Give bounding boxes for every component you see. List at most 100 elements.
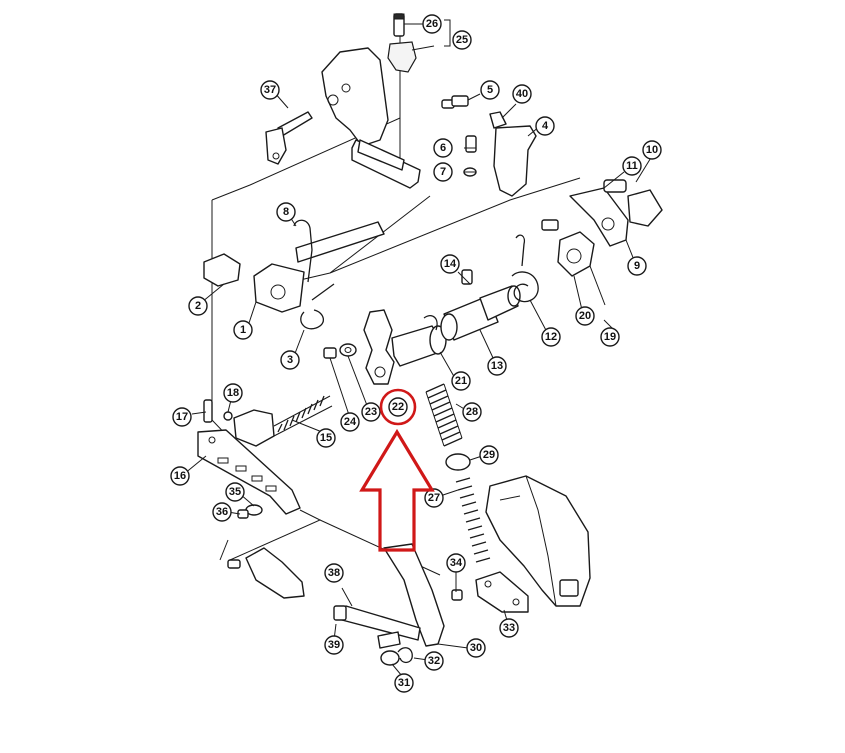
- callout-15: 15: [316, 428, 336, 448]
- svg-text:22: 22: [392, 401, 404, 413]
- leader-lines: [183, 19, 661, 677]
- callout-labels: 26 25 5 40 4 6 7 37 8 11 10 9 20 19 12 1…: [170, 14, 662, 693]
- part-37-lever: [265, 111, 313, 165]
- callout-12: 12: [541, 327, 561, 347]
- callout-36: 36: [212, 502, 232, 522]
- callout-16: 16: [170, 466, 190, 486]
- callout-22: 22: [388, 397, 408, 417]
- svg-text:13: 13: [491, 360, 503, 372]
- callout-39: 39: [324, 635, 344, 655]
- callout-6: 6: [433, 138, 453, 158]
- highlight-circle: [379, 388, 417, 426]
- svg-text:40: 40: [516, 88, 528, 100]
- svg-text:31: 31: [398, 677, 410, 689]
- callout-37: 37: [260, 80, 280, 100]
- callout-8: 8: [276, 202, 296, 222]
- svg-text:10: 10: [646, 144, 658, 156]
- svg-text:27: 27: [428, 492, 440, 504]
- svg-text:2: 2: [195, 300, 201, 312]
- callout-31: 31: [394, 673, 414, 693]
- presser-foot: [227, 504, 305, 599]
- right-arm-assembly: [541, 179, 663, 277]
- callout-13: 13: [487, 356, 507, 376]
- svg-text:36: 36: [216, 506, 228, 518]
- callout-34: 34: [446, 553, 466, 573]
- upper-right-bracket: [441, 95, 537, 197]
- svg-text:26: 26: [426, 18, 438, 30]
- callout-35: 35: [225, 482, 245, 502]
- callout-26: 26: [422, 14, 442, 34]
- svg-text:6: 6: [440, 142, 446, 154]
- callout-14: 14: [440, 254, 460, 274]
- svg-text:15: 15: [320, 432, 332, 444]
- callout-10: 10: [642, 140, 662, 160]
- svg-text:39: 39: [328, 639, 340, 651]
- right-box-assembly: [451, 475, 591, 613]
- svg-text:18: 18: [227, 387, 239, 399]
- svg-text:29: 29: [483, 449, 495, 461]
- svg-text:4: 4: [542, 120, 549, 132]
- svg-text:14: 14: [444, 258, 457, 270]
- callout-18: 18: [223, 383, 243, 403]
- small-screws: [323, 343, 357, 359]
- callout-38: 38: [324, 563, 344, 583]
- callout-30: 30: [466, 638, 486, 658]
- callout-24: 24: [340, 412, 360, 432]
- left-arm-assembly: [203, 219, 385, 330]
- presser-bar-bracket: [321, 13, 421, 189]
- part-22-lever: [363, 309, 447, 385]
- callout-1: 1: [233, 320, 253, 340]
- callout-11: 11: [622, 156, 642, 176]
- svg-text:37: 37: [264, 84, 276, 96]
- svg-text:11: 11: [626, 160, 638, 172]
- svg-text:20: 20: [579, 310, 591, 322]
- svg-text:12: 12: [545, 331, 557, 343]
- callout-3: 3: [280, 350, 300, 370]
- callout-9: 9: [627, 256, 647, 276]
- callout-29: 29: [479, 445, 499, 465]
- callout-2: 2: [188, 296, 208, 316]
- svg-text:5: 5: [487, 84, 493, 96]
- svg-text:23: 23: [365, 406, 377, 418]
- svg-text:28: 28: [466, 406, 478, 418]
- highlight-arrow-icon: [359, 428, 435, 552]
- callout-4: 4: [535, 116, 555, 136]
- callout-40: 40: [512, 84, 532, 104]
- callout-25: 25: [452, 30, 472, 50]
- lower-lever: [333, 543, 445, 666]
- callout-19: 19: [600, 327, 620, 347]
- svg-text:8: 8: [283, 206, 289, 218]
- svg-text:32: 32: [428, 655, 440, 667]
- callout-5: 5: [480, 80, 500, 100]
- svg-text:7: 7: [440, 166, 446, 178]
- svg-text:35: 35: [229, 486, 241, 498]
- springs-27-28: [425, 383, 491, 563]
- svg-text:34: 34: [450, 557, 463, 569]
- callout-7: 7: [433, 162, 453, 182]
- svg-text:1: 1: [240, 324, 246, 336]
- highlight-annotation: [359, 388, 435, 552]
- callout-33: 33: [499, 618, 519, 638]
- part-16-plate: [197, 429, 301, 515]
- svg-text:30: 30: [470, 642, 482, 654]
- svg-text:25: 25: [456, 34, 468, 46]
- svg-text:3: 3: [287, 354, 293, 366]
- callout-27: 27: [424, 488, 444, 508]
- collar-and-spring: [440, 234, 539, 341]
- callout-20: 20: [575, 306, 595, 326]
- svg-text:38: 38: [328, 567, 340, 579]
- callout-21: 21: [451, 371, 471, 391]
- callout-17: 17: [172, 407, 192, 427]
- svg-text:17: 17: [176, 411, 188, 423]
- svg-text:16: 16: [174, 470, 186, 482]
- callout-23: 23: [361, 402, 381, 422]
- svg-text:21: 21: [455, 375, 467, 387]
- callout-32: 32: [424, 651, 444, 671]
- svg-text:19: 19: [604, 331, 616, 343]
- callout-28: 28: [462, 402, 482, 422]
- svg-text:24: 24: [344, 416, 357, 428]
- svg-text:33: 33: [503, 622, 515, 634]
- svg-text:9: 9: [634, 260, 640, 272]
- threaded-rod: [203, 395, 333, 447]
